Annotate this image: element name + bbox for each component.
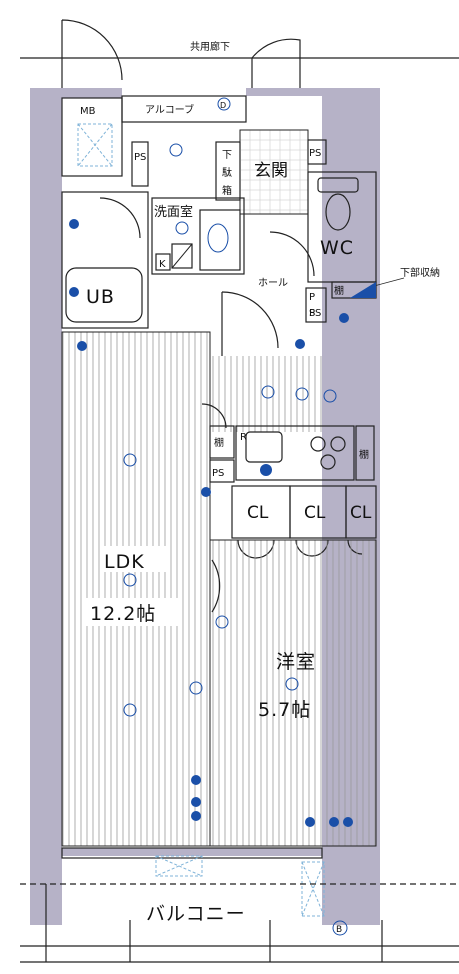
hall-label: ホール [258, 277, 288, 289]
ldk-size: 12.2帖 [90, 603, 156, 625]
shoebox-1: 下 [222, 150, 232, 161]
shelf-1: 棚 [214, 436, 224, 449]
svg-text:S: S [309, 308, 315, 319]
d-mark: D [220, 101, 226, 110]
balcony-label: バルコニー [146, 903, 246, 925]
electrical-symbols [69, 143, 353, 827]
mb-label: MB [80, 106, 96, 117]
ps-right: PS [309, 148, 321, 159]
entrance-label: 玄関 [254, 161, 288, 181]
shelf-wc: 棚 [334, 284, 344, 297]
under-storage-label: 下部収納 [400, 266, 440, 279]
shelf-3: 棚 [359, 448, 369, 461]
wc-label: WC [320, 237, 354, 259]
cl-3: CL [350, 503, 372, 523]
k-mark: K [159, 259, 166, 270]
alcove-label: アルコーブ [145, 103, 194, 116]
ps-top: PS [134, 152, 146, 163]
svg-text:箱: 箱 [222, 184, 232, 197]
cl-1: CL [247, 503, 269, 523]
entrance-door [251, 38, 301, 88]
cl-2: CL [304, 503, 326, 523]
corridor-label: 共用廊下 [190, 40, 230, 53]
svg-text:PS: PS [309, 308, 321, 319]
ps-kitchen: PS [212, 468, 224, 479]
ldk-name: LDK [104, 551, 145, 573]
r-mark: R [240, 432, 247, 443]
ub-label: UB [86, 286, 115, 308]
washroom-label: 洗面室 [154, 204, 193, 220]
svg-text:駄: 駄 [222, 166, 232, 179]
western-name: 洋室 [276, 651, 316, 673]
ps-hall: P [309, 292, 315, 303]
b-mark: B [336, 925, 342, 935]
walls [30, 88, 380, 925]
mb-door [61, 19, 123, 88]
western-size: 5.7帖 [258, 699, 311, 721]
